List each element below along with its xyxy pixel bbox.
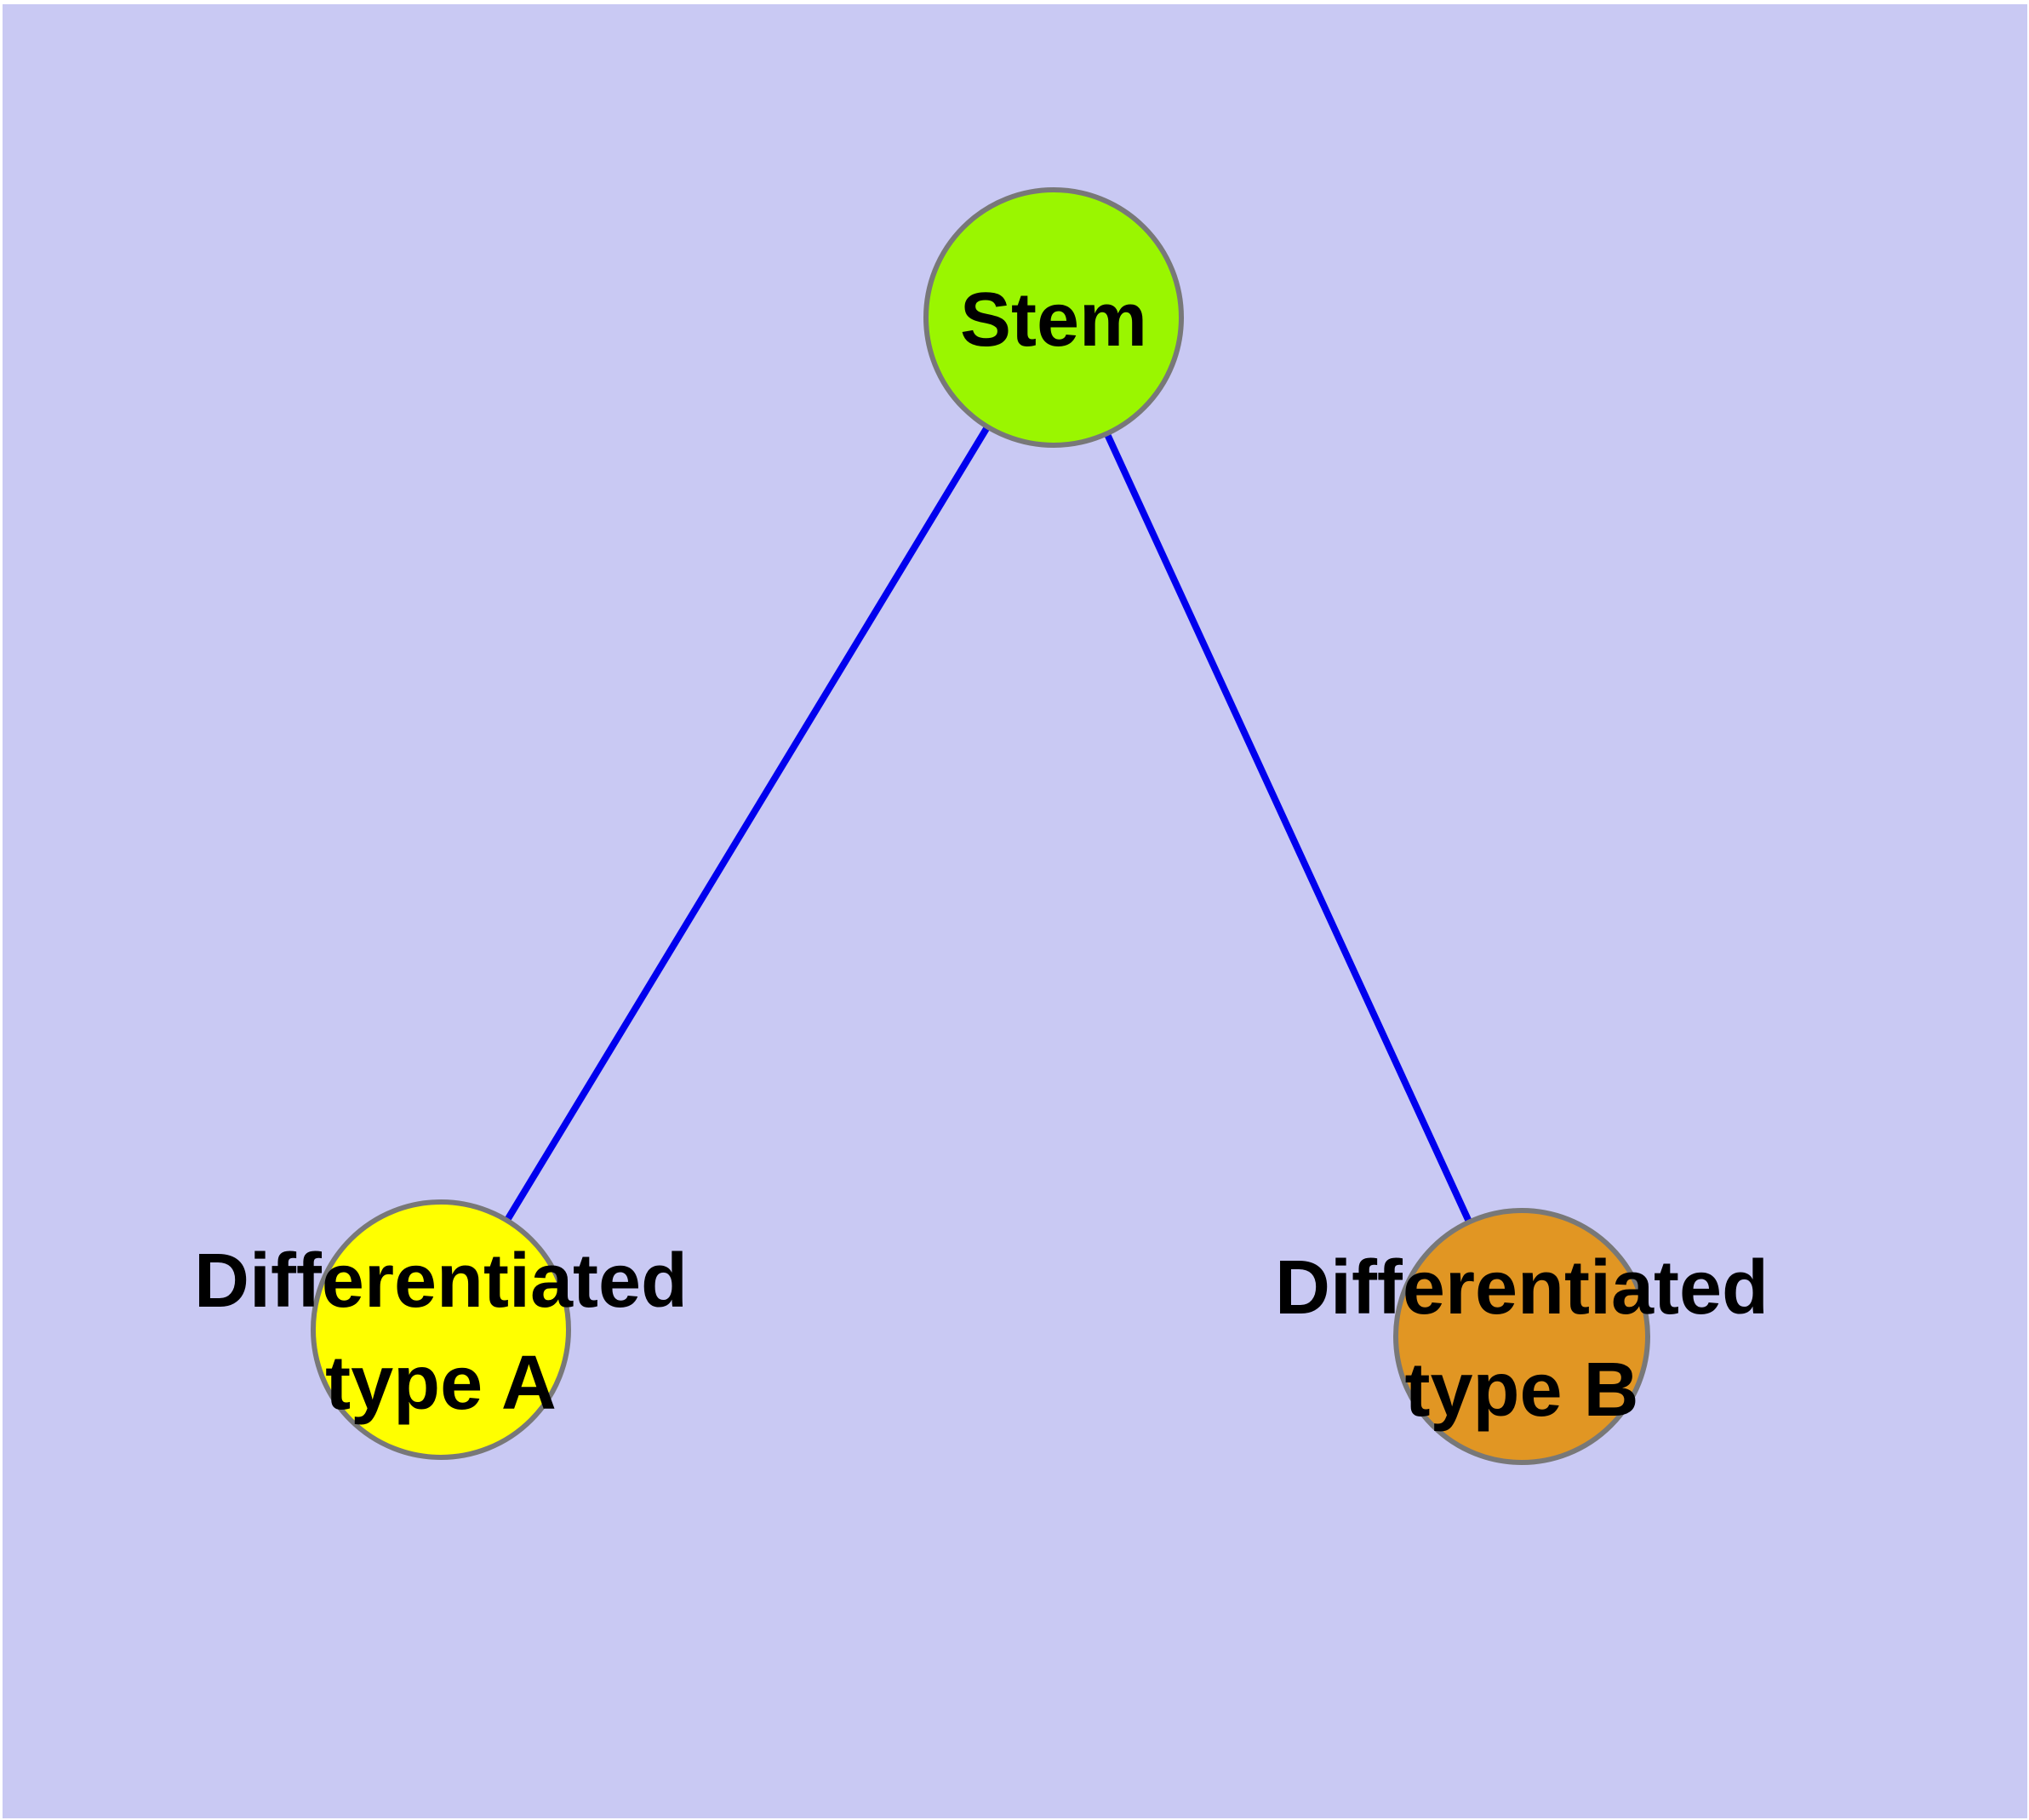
node-label-line: type B: [1404, 1348, 1638, 1433]
node-stem-circle: [923, 187, 1184, 448]
node-stem-label: Stem: [960, 278, 1147, 363]
node-label-line: type A: [325, 1341, 557, 1426]
node-label-line: Differentiated: [194, 1239, 688, 1324]
edge-stem-to-differentiated-type-a: [437, 315, 1057, 1332]
node-differentiated-type-a-label: Differentiated type A: [194, 1239, 688, 1426]
node-label-line: Differentiated: [1275, 1245, 1769, 1331]
node-stem: Stem: [923, 187, 1184, 448]
node-differentiated-type-b-label: Differentiated type B: [1275, 1245, 1769, 1433]
edge-stem-to-differentiated-type-b: [1050, 316, 1525, 1338]
edge-layer: [437, 315, 1525, 1338]
node-label-line: Stem: [960, 278, 1147, 363]
node-differentiated-type-b-circle: [1393, 1208, 1650, 1465]
node-differentiated-type-b: Differentiated type B: [1275, 1208, 1769, 1465]
node-differentiated-type-a-circle: [311, 1199, 571, 1460]
node-differentiated-type-a: Differentiated type A: [194, 1199, 688, 1460]
